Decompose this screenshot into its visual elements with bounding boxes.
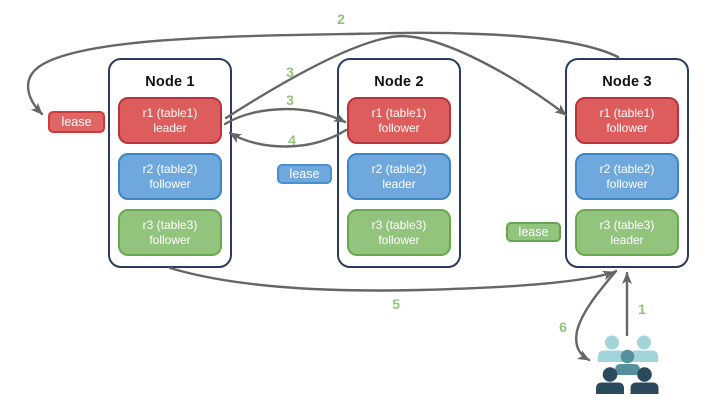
person-icon [596, 382, 624, 394]
replica-role: follower [149, 176, 191, 191]
person-icon [630, 382, 659, 394]
step-label-3b: 3 [286, 92, 294, 108]
node-3-replica-r3: r3 (table3) leader [575, 209, 679, 256]
replica-range: r1 (table1) [371, 105, 427, 120]
replica-role: follower [606, 120, 648, 135]
node-3-title: Node 3 [602, 74, 652, 90]
node-1-replica-r2: r2 (table2) follower [118, 153, 222, 200]
node-1-replica-r3: r3 (table3) follower [118, 209, 222, 256]
replica-range: r3 (table3) [599, 217, 655, 232]
node-2-replica-r2: r2 (table2) leader [347, 153, 451, 200]
person-icon [598, 350, 626, 362]
person-icon [637, 367, 652, 382]
person-icon [602, 367, 618, 382]
node-1: Node 1 r1 (table1) leader r2 (table2) fo… [108, 58, 232, 268]
node-3: Node 3 r1 (table1) follower r2 (table2) … [565, 58, 689, 268]
replica-range: r2 (table2) [142, 161, 198, 176]
step-label-2: 2 [337, 11, 345, 27]
node-1-title: Node 1 [145, 74, 195, 90]
node-3-replica-r1: r1 (table1) follower [575, 97, 679, 144]
step-label-3a: 3 [286, 64, 294, 80]
node-2: Node 2 r1 (table1) follower r2 (table2) … [337, 58, 461, 268]
replica-range: r3 (table3) [142, 217, 198, 232]
replica-range: r1 (table1) [142, 105, 198, 120]
replica-range: r3 (table3) [371, 217, 427, 232]
node-1-replica-r1: r1 (table1) leader [118, 97, 222, 144]
replica-range: r2 (table2) [371, 161, 427, 176]
step-label-1: 1 [638, 301, 646, 317]
lease-badge-blue: lease [277, 164, 332, 184]
person-icon [630, 350, 658, 362]
node-2-title: Node 2 [374, 74, 424, 90]
person-icon [605, 335, 619, 350]
step-label-4: 4 [288, 132, 296, 148]
arrow-step-6 [575, 269, 618, 362]
users-group-icon [596, 335, 659, 394]
replica-role: follower [378, 232, 420, 247]
replica-range: r2 (table2) [599, 161, 655, 176]
arrow-step-3-to-node2 [223, 107, 347, 126]
arrow-step-5 [168, 266, 616, 292]
step-label-5: 5 [392, 296, 400, 312]
person-icon [615, 364, 640, 375]
replica-range: r1 (table1) [599, 105, 655, 120]
node-3-replica-r2: r2 (table2) follower [575, 153, 679, 200]
replica-role: follower [378, 120, 420, 135]
replica-role: follower [606, 176, 648, 191]
step-label-6: 6 [559, 319, 567, 335]
node-2-replica-r1: r1 (table1) follower [347, 97, 451, 144]
replica-role: leader [610, 232, 644, 247]
person-icon [620, 349, 635, 364]
replica-role: follower [149, 232, 191, 247]
person-icon [637, 335, 651, 350]
replica-role: leader [382, 176, 416, 191]
lease-badge-green: lease [506, 222, 561, 242]
replica-role: leader [153, 120, 187, 135]
lease-badge-red: lease [48, 111, 105, 133]
node-2-replica-r3: r3 (table3) follower [347, 209, 451, 256]
